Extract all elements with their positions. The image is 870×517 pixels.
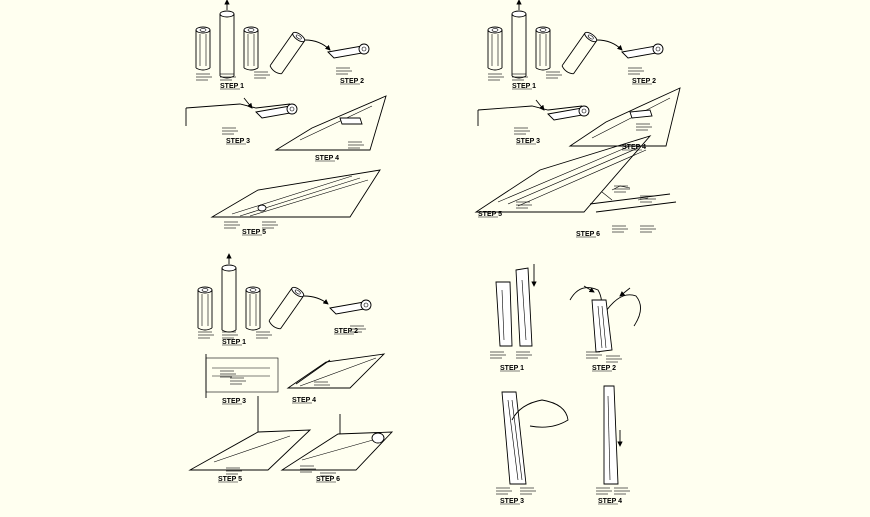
installer-hand: [603, 294, 641, 327]
membrane-strip: [495, 281, 513, 347]
membrane-unrolling: [547, 105, 590, 121]
membrane-roll-3: [243, 26, 259, 71]
membrane-roll-1: [487, 26, 503, 71]
membrane-roll-3: [535, 26, 551, 71]
annotation-text: [223, 221, 241, 229]
step-label: STEP 2: [334, 328, 358, 335]
step-label: STEP 1: [512, 83, 536, 90]
step-label: STEP 2: [340, 78, 364, 85]
step-label: STEP 6: [316, 476, 340, 483]
membrane-unrolling: [255, 103, 298, 119]
step-label: STEP 4: [622, 144, 646, 151]
step-label: STEP 1: [222, 339, 246, 346]
membrane-roll-1: [197, 286, 213, 331]
membrane-unrolling: [621, 43, 664, 59]
annotation-text: [335, 67, 353, 75]
annotation-text: [221, 127, 239, 135]
membrane-roll-lifted: [222, 254, 236, 332]
membrane-roll-3: [245, 286, 261, 331]
quadrant-top-right: STEP 1 STEP 2 STEP 3 STEP 4 STEP 5 S: [474, 0, 681, 238]
membrane-roll-tilted: [268, 30, 307, 76]
step-label: STEP 4: [292, 397, 316, 404]
membrane-unrolling: [329, 299, 372, 315]
membrane-roll-1: [195, 26, 211, 71]
membrane-roll-tilted: [267, 285, 306, 331]
quadrant-top-left: STEP 1 STEP 2 STEP 3 STEP 4 STEP 5: [185, 0, 387, 236]
step-label: STEP 3: [222, 398, 246, 405]
step-label: STEP 1: [500, 365, 524, 372]
installer-hand: [511, 399, 569, 428]
annotation-text: [261, 221, 279, 229]
step-label: STEP 4: [598, 498, 622, 505]
step-label: STEP 3: [500, 498, 524, 505]
roof-plane: [210, 169, 381, 218]
step-label: STEP 5: [218, 476, 242, 483]
step-label: STEP 4: [315, 155, 339, 162]
membrane-roll-tilted: [560, 30, 599, 76]
step-label: STEP 3: [516, 138, 540, 145]
step-label: STEP 3: [226, 138, 250, 145]
quadrant-bottom-left: STEP 1 STEP 2 STEP 3 STEP 4 STEP 5 STEP …: [188, 254, 394, 483]
membrane-roll-lifted: [220, 0, 234, 78]
step-label: STEP 2: [632, 78, 656, 85]
roof-plane: [274, 95, 387, 151]
membrane-unrolling: [327, 43, 370, 59]
annotation-text: [253, 71, 271, 79]
step-label: STEP 2: [592, 365, 616, 372]
membrane-roll-lifted: [512, 0, 526, 78]
annotation-text: [347, 141, 365, 149]
direction-arrow: [304, 39, 331, 51]
step-label: STEP 6: [576, 231, 600, 238]
detail-frame: [205, 357, 279, 393]
substrate-edge: [185, 103, 291, 109]
step-label: STEP 5: [242, 229, 266, 236]
quadrant-bottom-right: STEP 1 STEP 2 STEP 3 STEP 4: [489, 264, 641, 505]
step-label: STEP 5: [478, 211, 502, 218]
annotation-text: [195, 73, 213, 81]
step-label: STEP 1: [220, 83, 244, 90]
